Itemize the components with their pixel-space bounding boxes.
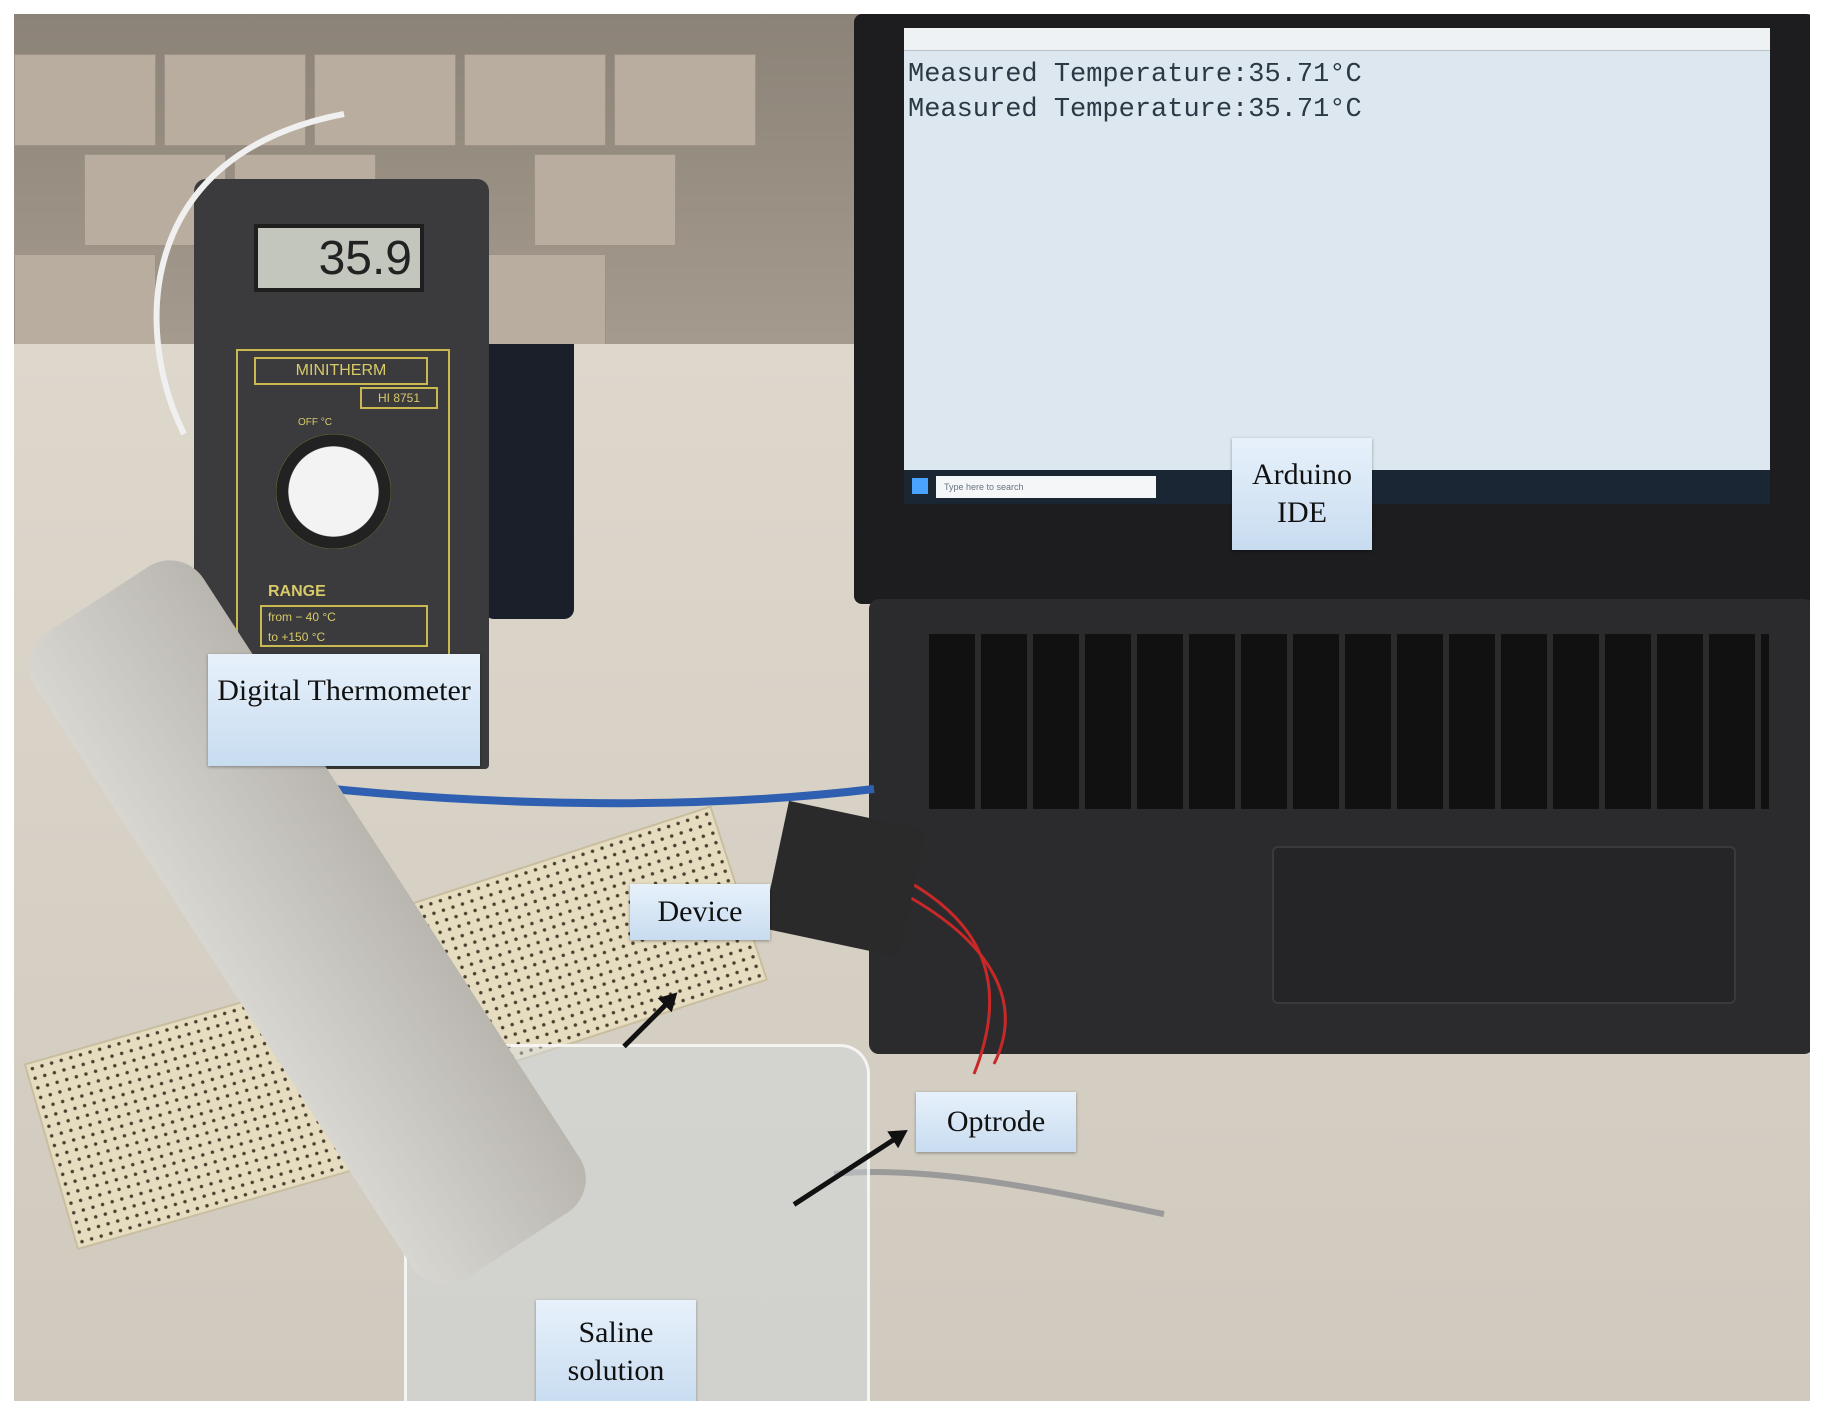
lab-setup-photo: Measured Temperature:35.71°C Measured Te… [14, 14, 1810, 1401]
thermometer-display: 35.9 [254, 224, 424, 292]
wall-tile [464, 54, 606, 146]
red-wire [903, 892, 1007, 1065]
laptop-keyboard [929, 634, 1769, 809]
label-text: Arduino IDE [1252, 458, 1352, 529]
wall-tile [14, 254, 156, 346]
label-digital-thermometer: Digital Thermometer [208, 654, 480, 766]
range-from: from − 40 °C [268, 610, 336, 624]
serial-monitor-output: Measured Temperature:35.71°C Measured Te… [904, 58, 1362, 128]
wall-tile [614, 54, 756, 146]
thermometer-model: HI 8751 [360, 387, 438, 409]
serial-line: Measured Temperature:35.71°C [908, 95, 1362, 125]
windows-start-icon[interactable] [912, 478, 928, 494]
label-device: Device [630, 884, 770, 940]
mug [484, 344, 574, 619]
serial-line: Measured Temperature:35.71°C [908, 60, 1362, 90]
grey-cable [833, 1169, 1165, 1217]
label-text: Optrode [946, 1105, 1046, 1138]
wall-tile [534, 154, 676, 246]
label-text: Digital Thermometer [217, 674, 471, 707]
label-text: Device [657, 895, 743, 928]
range-title: RANGE [268, 583, 326, 600]
label-arduino-ide: Arduino IDE [1232, 438, 1372, 550]
taskbar-search-input[interactable]: Type here to search [936, 476, 1156, 498]
thermometer-dial [276, 434, 391, 549]
label-saline-solution: Saline solution [536, 1300, 696, 1401]
thermometer-brand: MINITHERM [254, 357, 428, 385]
range-box: from − 40 °C to +150 °C [260, 605, 428, 647]
wall-tile [314, 54, 456, 146]
wall-tile [14, 54, 156, 146]
probe-cable [153, 111, 345, 436]
range-to: to +150 °C [268, 630, 326, 644]
dial-scale-label: OFF °C [298, 417, 332, 428]
label-text: Saline solution [567, 1316, 665, 1387]
label-optrode: Optrode [916, 1092, 1076, 1152]
window-titlebar [904, 28, 1770, 51]
laptop-trackpad [1272, 846, 1736, 1004]
